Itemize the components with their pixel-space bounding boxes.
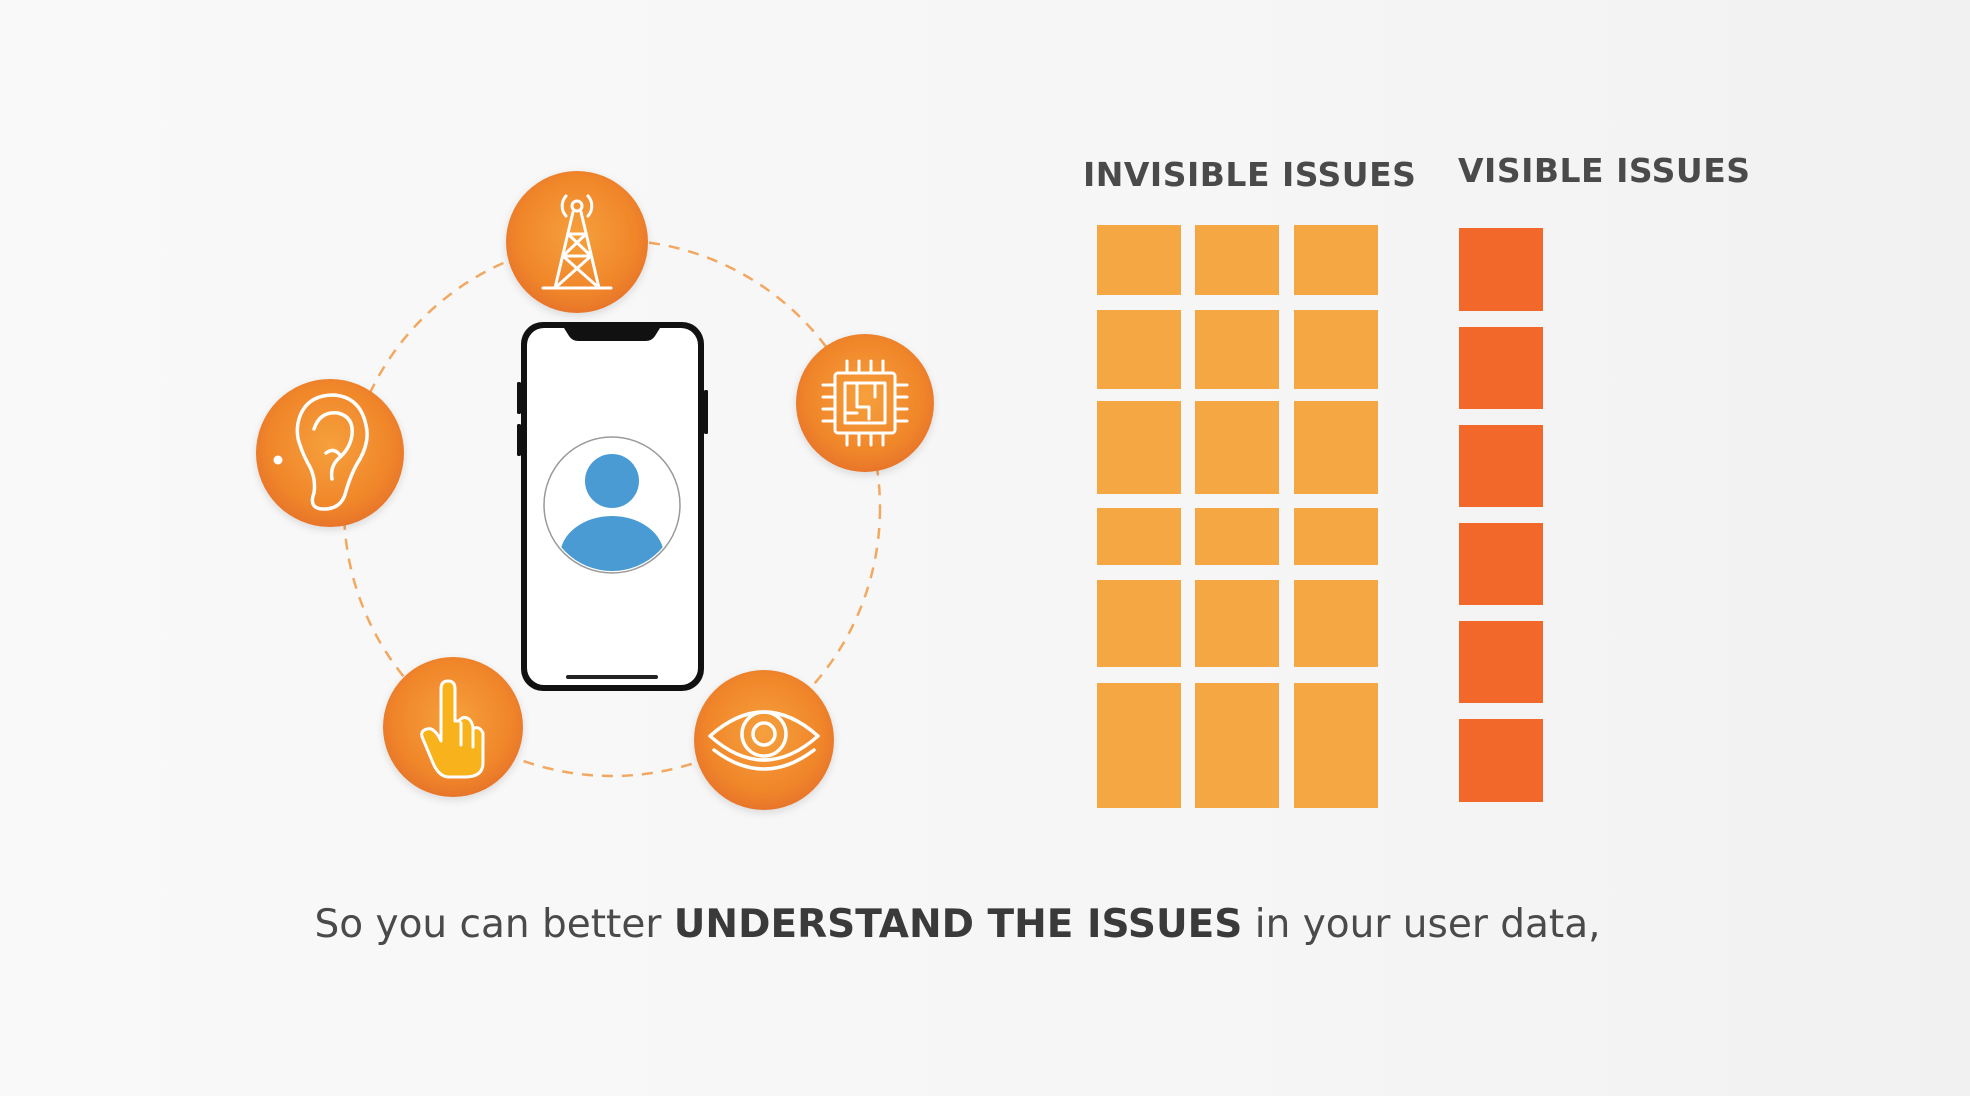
invisible-issue-block bbox=[1097, 401, 1181, 494]
invisible-issue-block bbox=[1097, 508, 1181, 565]
visible-issue-block bbox=[1459, 621, 1543, 703]
invisible-issue-block bbox=[1195, 683, 1279, 808]
caption: So you can better UNDERSTAND THE ISSUES … bbox=[0, 902, 1915, 947]
invisible-issue-block bbox=[1097, 225, 1181, 295]
invisible-issue-block bbox=[1195, 401, 1279, 494]
invisible-issue-block bbox=[1195, 580, 1279, 667]
visible-issue-block bbox=[1459, 327, 1543, 409]
visible-issue-block bbox=[1459, 425, 1543, 507]
visible-issue-block bbox=[1459, 228, 1543, 311]
invisible-issue-block bbox=[1294, 683, 1378, 808]
invisible-issue-block bbox=[1097, 683, 1181, 808]
visible-issues-heading: VISIBLE ISSUES bbox=[1458, 151, 1751, 190]
invisible-issue-block bbox=[1294, 580, 1378, 667]
invisible-issue-block bbox=[1195, 508, 1279, 565]
invisible-issue-block bbox=[1195, 310, 1279, 389]
invisible-issue-block bbox=[1195, 225, 1279, 295]
invisible-issues-heading: INVISIBLE ISSUES bbox=[1083, 155, 1417, 194]
pointing-hand-icon bbox=[383, 657, 523, 797]
visible-issue-block bbox=[1459, 719, 1543, 802]
invisible-issue-block bbox=[1097, 310, 1181, 389]
invisible-issue-block bbox=[1294, 401, 1378, 494]
invisible-issue-block bbox=[1294, 310, 1378, 389]
caption-text-end: in your user data, bbox=[1242, 902, 1601, 947]
invisible-issue-block bbox=[1294, 225, 1378, 295]
cell-tower-icon bbox=[506, 171, 648, 313]
eye-icon bbox=[694, 670, 834, 810]
invisible-issue-block bbox=[1294, 508, 1378, 565]
processor-chip-icon bbox=[796, 334, 934, 472]
ear-icon bbox=[256, 379, 404, 527]
invisible-issue-block bbox=[1097, 580, 1181, 667]
caption-emphasis: UNDERSTAND THE ISSUES bbox=[673, 902, 1243, 947]
user-avatar-icon bbox=[543, 436, 681, 574]
caption-text: So you can better bbox=[314, 902, 674, 947]
visible-issue-block bbox=[1459, 523, 1543, 605]
